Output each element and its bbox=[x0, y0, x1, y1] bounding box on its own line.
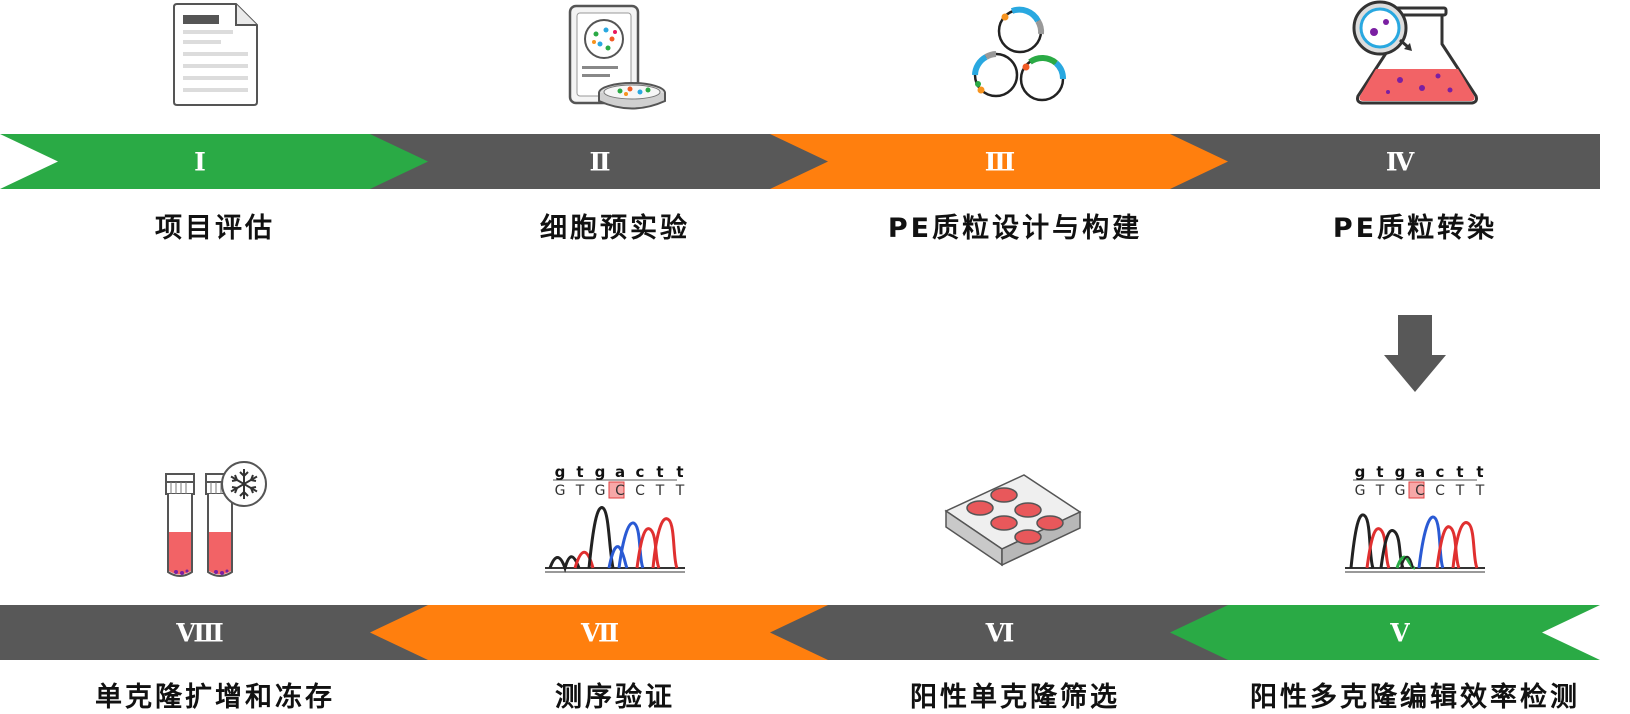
document-icon bbox=[173, 3, 258, 106]
step-4-label: PE质粒转染 bbox=[1333, 213, 1497, 244]
sequence-bottom-base: T bbox=[1475, 483, 1485, 499]
cryovial-icon bbox=[165, 461, 267, 577]
sequence-top-base: a bbox=[615, 463, 625, 481]
sequence-top-base: t bbox=[1456, 463, 1463, 481]
sequence-top-base: t bbox=[1376, 463, 1383, 481]
sequence-top-base: c bbox=[1436, 463, 1445, 481]
sequence-bottom-base: G bbox=[1395, 483, 1406, 499]
sequence-top-base: a bbox=[1415, 463, 1425, 481]
sequence-top-base: g bbox=[1395, 463, 1406, 481]
step-7-chevron bbox=[370, 605, 830, 660]
step-8-numeral: Ⅷ bbox=[175, 619, 224, 648]
sequence-bottom-base: G bbox=[595, 483, 606, 499]
sequence-bottom-base: G bbox=[555, 483, 566, 499]
step-8-label: 单克隆扩增和冻存 bbox=[95, 681, 335, 713]
down-arrow-icon bbox=[1384, 315, 1446, 392]
sequence-top-base: t bbox=[1476, 463, 1483, 481]
sequence-top-base: t bbox=[576, 463, 583, 481]
snowflake-icon bbox=[230, 469, 258, 499]
sequence-bottom-base: C bbox=[615, 483, 625, 499]
step-6-chevron bbox=[770, 605, 1230, 660]
step-4-chevron bbox=[1170, 134, 1600, 189]
sequence-top-base: g bbox=[595, 463, 606, 481]
plasmid-icon bbox=[972, 6, 1066, 102]
step-6-label: 阳性单克隆筛选 bbox=[910, 681, 1120, 713]
sequence-bottom-base: T bbox=[655, 483, 665, 499]
sequence-bottom-base: T bbox=[675, 483, 685, 499]
well-plate-icon bbox=[944, 474, 1082, 567]
sequence-bottom-base: T bbox=[575, 483, 585, 499]
sequence-bottom-base: T bbox=[1375, 483, 1385, 499]
step-5-label: 阳性多克隆编辑效率检测 bbox=[1250, 681, 1580, 713]
step-1-label: 项目评估 bbox=[155, 213, 275, 244]
step-4-numeral: Ⅳ bbox=[1386, 148, 1415, 177]
sequence-bottom-base: G bbox=[1355, 483, 1366, 499]
step-7-label: 测序验证 bbox=[555, 681, 675, 713]
step-2-label: 细胞预实验 bbox=[540, 212, 690, 244]
sequence-bottom-base: T bbox=[1455, 483, 1465, 499]
step-2-chevron bbox=[370, 134, 830, 189]
step-5-numeral: Ⅴ bbox=[1389, 619, 1410, 648]
sequence-bottom-base: C bbox=[1435, 483, 1445, 499]
sequence-top-base: g bbox=[555, 463, 566, 481]
step-3-numeral: Ⅲ bbox=[985, 148, 1015, 177]
step-3-label: PE质粒设计与构建 bbox=[888, 213, 1142, 244]
step-3-chevron bbox=[770, 134, 1230, 189]
step-1-chevron bbox=[0, 134, 430, 189]
step-8-chevron bbox=[0, 605, 430, 660]
step-7-numeral: Ⅶ bbox=[580, 619, 619, 648]
sequence-top-base: c bbox=[636, 463, 645, 481]
sequence-top-base: t bbox=[656, 463, 663, 481]
sequence-bottom-base: C bbox=[1415, 483, 1425, 499]
cell-culture-icon bbox=[568, 4, 666, 110]
step-6-numeral: Ⅵ bbox=[985, 619, 1015, 648]
step-1-numeral: Ⅰ bbox=[194, 148, 206, 177]
step-5-chevron bbox=[1170, 605, 1600, 660]
step-2-numeral: Ⅱ bbox=[589, 148, 610, 177]
sequence-top-base: t bbox=[676, 463, 683, 481]
sequence-top-base: g bbox=[1355, 463, 1366, 481]
sequence-bottom-base: C bbox=[635, 483, 645, 499]
flask-transfection-icon bbox=[1352, 0, 1478, 105]
